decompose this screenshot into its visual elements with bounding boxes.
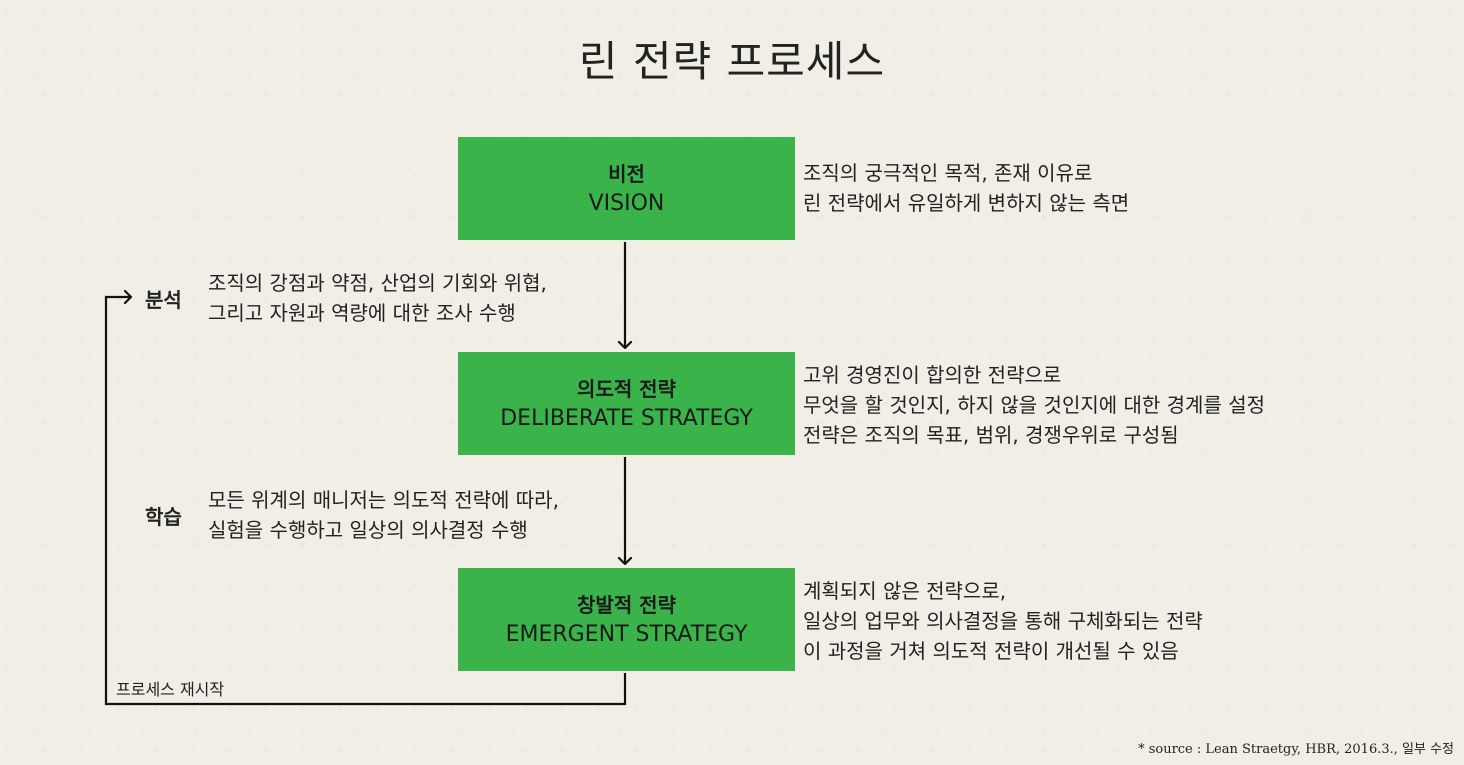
description-line: 그리고 자원과 역량에 대한 조사 수행 [208, 301, 516, 325]
description-line: 전략은 조직의 목표, 범위, 경쟁우위로 구성됨 [803, 423, 1179, 447]
description-line: 린 전략에서 유일하게 변하지 않는 측면 [803, 191, 1130, 215]
restart-label: 프로세스 재시작 [116, 680, 225, 699]
source-note: * source : Lean Straetgy, HBR, 2016.3., … [1138, 742, 1454, 757]
emergent-strategy-box: 창발적 전략 EMERGENT STRATEGY [458, 568, 795, 671]
analysis-description: 조직의 강점과 약점, 산업의 기회와 위협, 그리고 자원과 역량에 대한 조… [208, 268, 547, 328]
description-line: 모든 위계의 매니저는 의도적 전략에 따라, [208, 488, 559, 512]
vision-box-title-en: VISION [588, 190, 665, 216]
learning-label: 학습 [145, 505, 182, 529]
description-line: 실험을 수행하고 일상의 의사결정 수행 [208, 518, 528, 542]
emergent-description: 계획되지 않은 전략으로, 일상의 업무와 의사결정을 통해 구체화되는 전략 … [803, 576, 1203, 666]
description-line: 일상의 업무와 의사결정을 통해 구체화되는 전략 [803, 609, 1203, 633]
description-line: 계획되지 않은 전략으로, [803, 579, 1007, 603]
arrow-restart-loop [104, 297, 627, 706]
deliberate-box-title-ko: 의도적 전략 [577, 376, 676, 401]
vision-box: 비전 VISION [458, 137, 795, 240]
description-line: 고위 경영진이 합의한 전략으로 [803, 363, 1062, 387]
deliberate-description: 고위 경영진이 합의한 전략으로 무엇을 할 것인지, 하지 않을 것인지에 대… [803, 360, 1265, 450]
analysis-label: 분석 [145, 288, 182, 312]
deliberate-box-title-en: DELIBERATE STRATEGY [500, 405, 753, 431]
page-title: 린 전략 프로세스 [578, 37, 886, 86]
emergent-box-title-ko: 창발적 전략 [577, 592, 676, 617]
emergent-box-title-en: EMERGENT STRATEGY [505, 621, 748, 647]
description-line: 조직의 강점과 약점, 산업의 기회와 위협, [208, 271, 547, 295]
learning-description: 모든 위계의 매니저는 의도적 전략에 따라, 실험을 수행하고 일상의 의사결… [208, 485, 559, 545]
description-line: 무엇을 할 것인지, 하지 않을 것인지에 대한 경계를 설정 [803, 393, 1266, 417]
deliberate-strategy-box: 의도적 전략 DELIBERATE STRATEGY [458, 352, 795, 455]
vision-box-title-ko: 비전 [608, 161, 645, 186]
description-line: 이 과정을 거쳐 의도적 전략이 개선될 수 있음 [803, 639, 1179, 663]
vision-description: 조직의 궁극적인 목적, 존재 이유로 린 전략에서 유일하게 변하지 않는 측… [803, 158, 1129, 218]
description-line: 조직의 궁극적인 목적, 존재 이유로 [803, 161, 1093, 185]
